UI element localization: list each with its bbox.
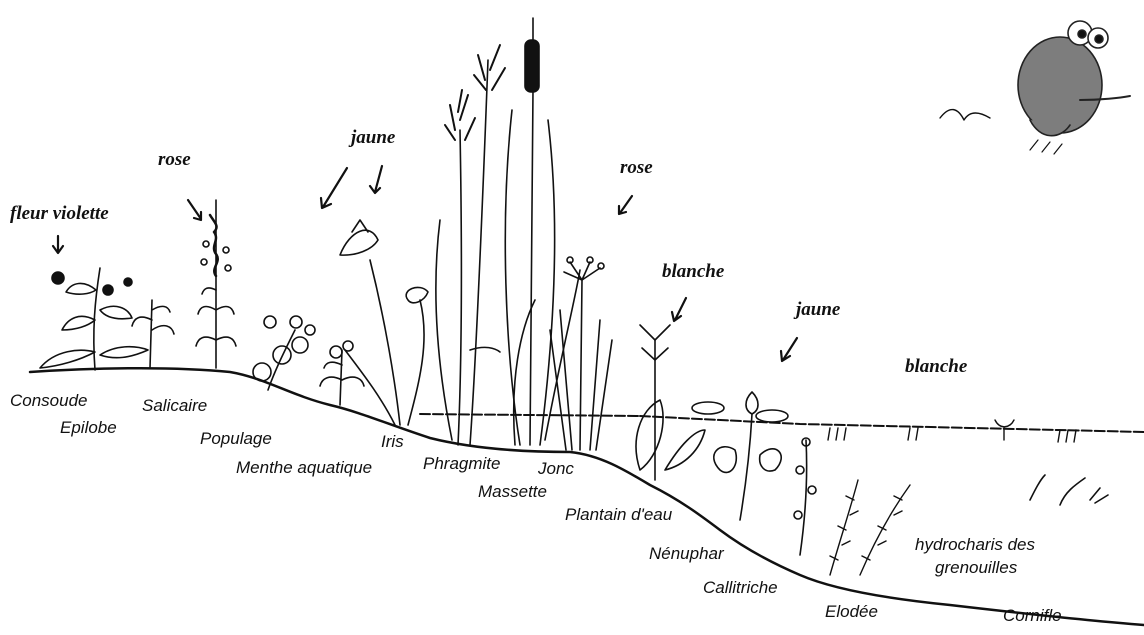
label-plantain-d-eau: Plantain d'eau	[565, 506, 672, 523]
label-phragmite: Phragmite	[423, 455, 500, 472]
color-label-blanche-2: blanche	[905, 357, 967, 376]
label-elodee: Elodée	[825, 603, 878, 620]
salicaire-plant	[196, 200, 236, 368]
callitriche-plant	[794, 438, 816, 555]
iris-plant	[340, 220, 428, 425]
label-hydrocharis-line2: grenouilles	[935, 559, 1017, 576]
label-massette: Massette	[478, 483, 547, 500]
color-label-fleur-violette: fleur violette	[10, 204, 109, 223]
color-label-blanche-1: blanche	[662, 262, 724, 281]
label-nenuphar: Nénuphar	[649, 545, 724, 562]
color-label-jaune-2: jaune	[796, 300, 840, 319]
label-populage: Populage	[200, 430, 272, 447]
label-jonc: Jonc	[538, 460, 574, 477]
frog-icon	[1018, 21, 1130, 136]
color-label-rose-1: rose	[158, 150, 191, 169]
populage-plant	[253, 316, 315, 390]
menthe-plant	[320, 341, 364, 405]
water-line	[420, 414, 1144, 432]
color-label-jaune-1: jaune	[351, 128, 395, 147]
color-label-rose-2: rose	[620, 158, 653, 177]
consoude-plant	[40, 268, 174, 370]
label-consoude: Consoude	[10, 392, 88, 409]
nenuphar-plant	[692, 392, 788, 520]
label-iris: Iris	[381, 433, 404, 450]
label-hydrocharis-line1: hydrocharis des	[915, 536, 1035, 553]
cornifle-plant	[1030, 475, 1108, 505]
jonc-plant	[550, 257, 612, 450]
label-salicaire: Salicaire	[142, 397, 207, 414]
elodee-plant	[830, 480, 910, 575]
phragmite-plant	[436, 45, 505, 445]
hydrocharis-plant	[828, 420, 1076, 442]
label-epilobe: Epilobe	[60, 419, 117, 436]
bird-icon	[940, 110, 990, 120]
label-cornifle: Cornifle	[1003, 607, 1062, 624]
massette-plant	[505, 18, 580, 445]
label-menthe-aquatique: Menthe aquatique	[236, 459, 372, 476]
plantain-plant	[636, 325, 705, 480]
label-callitriche: Callitriche	[703, 579, 778, 596]
